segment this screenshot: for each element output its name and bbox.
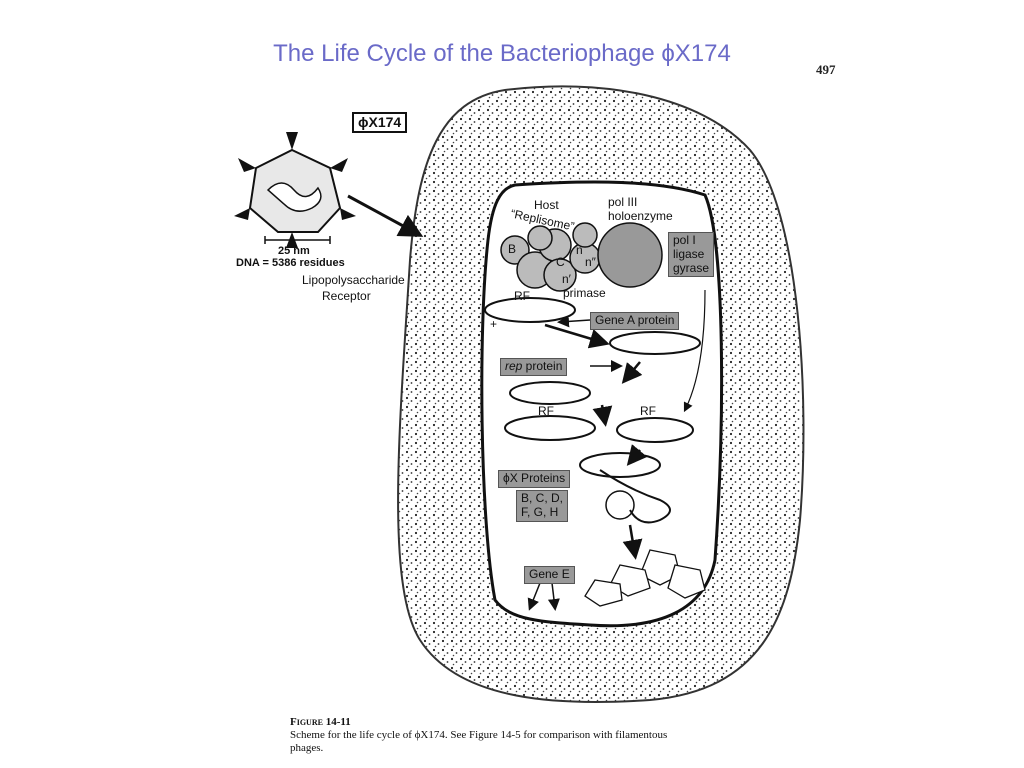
ligase-label: ligase <box>673 246 705 261</box>
caption-line-2: phages. <box>290 742 324 755</box>
gene-e-box: Gene E <box>524 566 575 584</box>
receptor-label-2: Receptor <box>322 289 371 303</box>
slide-title: The Life Cycle of the Bacteriophage ϕX17… <box>273 40 731 67</box>
subunit-n-double: n″ <box>585 255 596 269</box>
proteins-box: ϕX Proteins <box>498 470 571 488</box>
rep-italic: rep <box>505 359 523 373</box>
rf-label-1: RF <box>514 289 530 303</box>
rep-box: rep protein <box>500 358 568 376</box>
progeny-phages <box>584 549 706 607</box>
phage-particle <box>234 132 356 248</box>
pol1-box: pol I ligase gyrase <box>668 232 715 278</box>
plus-label: + <box>490 317 498 331</box>
phage-label: ϕX174 <box>352 112 408 134</box>
proteins-line-1: B, C, D, <box>521 491 564 505</box>
subunit-n-prime: n′ <box>562 272 571 286</box>
proteins-line-2: F, G, H <box>521 504 559 519</box>
subunit-c: C <box>556 255 565 269</box>
primase-label: primase <box>563 286 606 300</box>
receptor-label-1: Lipopolysaccharide <box>302 273 405 287</box>
figure-number: Figure 14-11 <box>290 716 351 728</box>
dna-label: DNA = 5386 residues <box>236 257 345 269</box>
infection-arrow <box>347 194 424 237</box>
pol3-label-2: holoenzyme <box>608 209 673 223</box>
subunit-n: n <box>576 243 583 257</box>
host-label: Host <box>534 198 559 212</box>
gene-a-box: Gene A protein <box>590 312 680 330</box>
pol3-label-1: pol III <box>608 195 638 209</box>
pol1-label: pol I <box>673 233 696 247</box>
replisome-complex <box>500 222 663 292</box>
page-number: 497 <box>816 62 836 77</box>
figure-caption: Figure 14-11 Scheme for the life cycle o… <box>290 716 667 756</box>
caption-line-1: Scheme for the life cycle of ϕX174. See … <box>290 729 668 742</box>
rf-label-3: RF <box>640 404 656 418</box>
proteins-list-box: B, C, D, F, G, H <box>516 490 569 522</box>
proteins-title: ϕX Proteins <box>503 471 566 485</box>
gyrase-label: gyrase <box>673 260 710 275</box>
subunit-b: B <box>508 242 517 256</box>
scale-label: 25 nm <box>278 245 310 257</box>
rep-text: protein <box>522 359 563 373</box>
rf-label-2: RF <box>538 404 554 418</box>
dna-strands <box>484 297 701 524</box>
